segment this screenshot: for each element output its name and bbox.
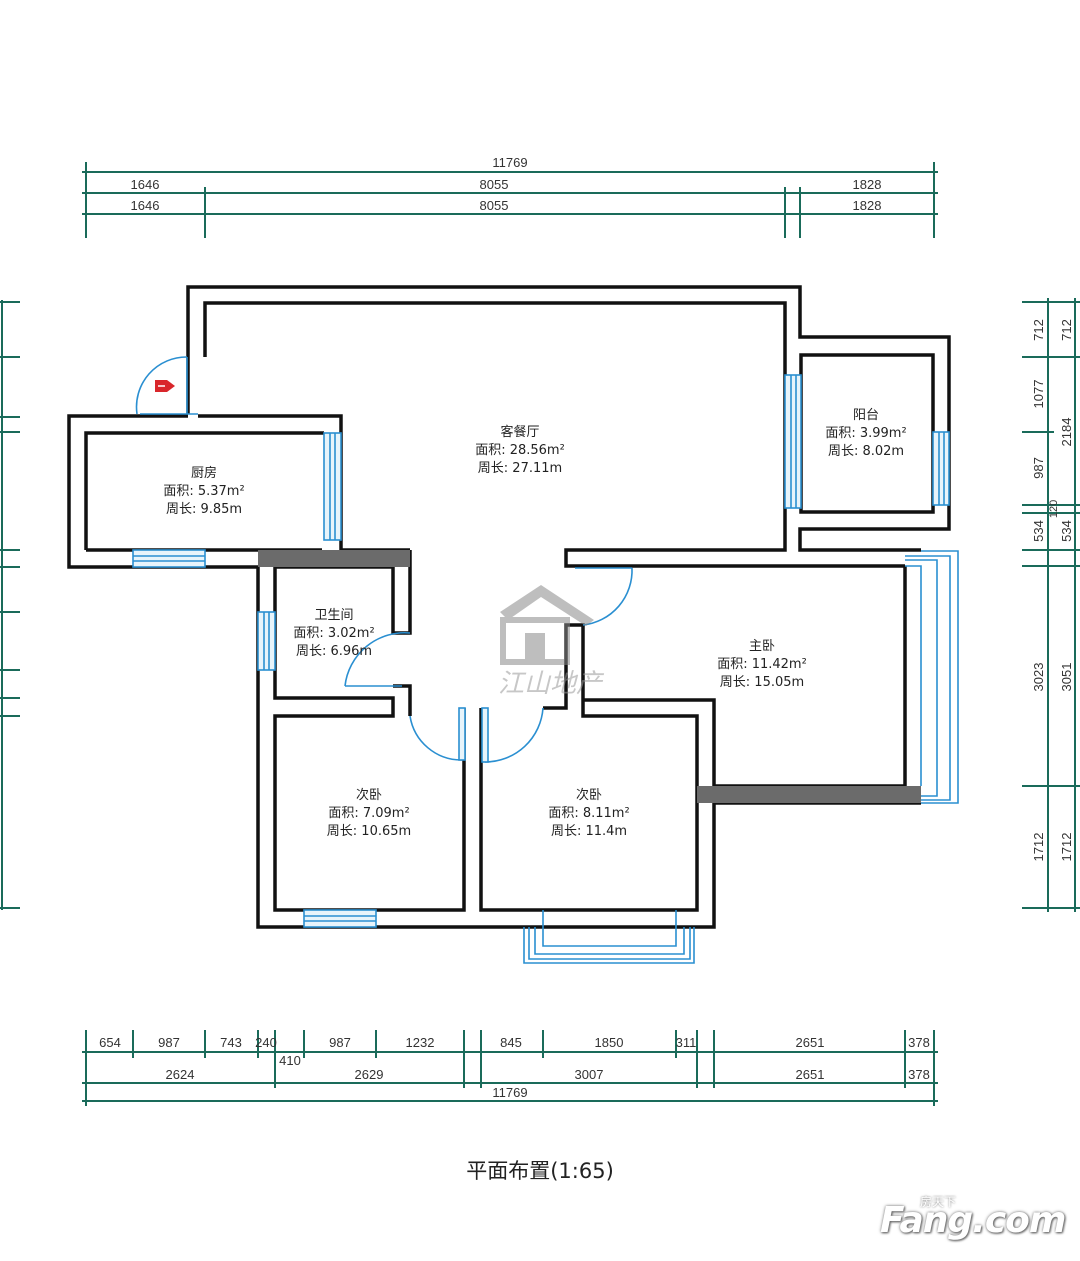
brand-watermark-icon: 江山地产 (498, 585, 605, 699)
entry-arrow-icon (155, 380, 175, 392)
right-dim-label: 712 (1059, 319, 1074, 341)
room-perimeter: 周长: 8.02m (828, 444, 904, 459)
top-dim-label: 1646 (131, 198, 160, 213)
right-dim-label: 1077 (1031, 380, 1046, 409)
bottom-dim-label: 3007 (575, 1067, 604, 1082)
room-perimeter: 周长: 10.65m (327, 824, 411, 839)
right-dim-label: 2184 (1059, 418, 1074, 447)
bottom-dim-label: 2651 (796, 1067, 825, 1082)
beam-master (697, 786, 921, 803)
right-dim-label: 987 (1031, 457, 1046, 479)
room-name: 阳台 (853, 408, 879, 423)
bottom-dim-label: 987 (329, 1035, 351, 1050)
right-dim-label: 534 (1031, 520, 1046, 542)
site-watermark-small: 房天下 (920, 1195, 957, 1209)
room-area: 面积: 8.11m² (548, 806, 629, 821)
floor-plan: 11769 1646 8055 1828 1646 8055 1828 7 (0, 155, 1080, 1106)
room-perimeter: 周长: 11.4m (551, 824, 627, 839)
bottom-total-label: 11769 (492, 1085, 527, 1100)
bottom-dim-label: 743 (220, 1035, 242, 1050)
room-kitchen: 厨房 面积: 5.37m² 周长: 9.85m (163, 465, 244, 517)
top-total-label: 11769 (492, 155, 527, 170)
room-perimeter: 周长: 27.11m (478, 461, 562, 476)
room-name: 次卧 (576, 787, 602, 803)
beam-bathroom (258, 550, 410, 567)
room-perimeter: 周长: 6.96m (296, 644, 372, 659)
room-balcony: 阳台 面积: 3.99m² 周长: 8.02m (825, 408, 906, 459)
bottom-dim-label: 378 (908, 1035, 930, 1050)
room-second-right: 次卧 面积: 8.11m² 周长: 11.4m (548, 787, 629, 839)
brand-watermark-label: 江山地产 (498, 669, 605, 699)
site-watermark: Fang.com (880, 1200, 1066, 1241)
top-dimensions: 11769 1646 8055 1828 1646 8055 1828 (82, 155, 938, 238)
right-dim-label: 3023 (1031, 663, 1046, 692)
top-dim-label: 1828 (853, 198, 882, 213)
bottom-dim-label: 654 (99, 1035, 121, 1050)
room-second-left: 次卧 面积: 7.09m² 周长: 10.65m (327, 787, 411, 839)
room-area: 面积: 3.99m² (825, 426, 906, 441)
bottom-dim-label: 378 (908, 1067, 930, 1082)
bottom-dim-label: 2651 (796, 1035, 825, 1050)
bottom-dim-label: 2624 (166, 1067, 195, 1082)
room-living: 客餐厅 面积: 28.56m² 周长: 27.11m (475, 424, 565, 476)
room-name: 客餐厅 (500, 424, 539, 440)
room-name: 次卧 (356, 787, 382, 803)
right-dim-label: 120 (1048, 500, 1060, 518)
bottom-dim-label: 845 (500, 1035, 522, 1050)
right-dim-label: 712 (1031, 319, 1046, 341)
top-dim-label: 1828 (853, 177, 882, 192)
bottom-dim-label: 240 (255, 1035, 277, 1050)
plan-caption: 平面布置(1:65) (466, 1159, 614, 1183)
right-dim-label: 1712 (1059, 833, 1074, 862)
bottom-dim-label: 1850 (595, 1035, 624, 1050)
top-dim-label: 8055 (480, 198, 509, 213)
right-dim-label: 534 (1059, 520, 1074, 542)
bottom-dim-label: 1232 (406, 1035, 435, 1050)
room-area: 面积: 3.02m² (293, 626, 374, 641)
room-area: 面积: 5.37m² (163, 484, 244, 499)
right-dim-label: 3051 (1059, 663, 1074, 692)
room-bathroom: 卫生间 面积: 3.02m² 周长: 6.96m (293, 608, 374, 659)
bottom-dim-label: 311 (676, 1035, 697, 1050)
top-dim-label: 8055 (480, 177, 509, 192)
room-area: 面积: 28.56m² (475, 443, 565, 458)
left-dimensions (0, 300, 20, 910)
windows (132, 374, 959, 964)
room-name: 主卧 (749, 639, 775, 654)
room-name: 厨房 (191, 465, 217, 481)
room-perimeter: 周长: 9.85m (166, 502, 242, 517)
bottom-dim-label: 2629 (355, 1067, 384, 1082)
bottom-dim-label: 987 (158, 1035, 180, 1050)
room-master: 主卧 面积: 11.42m² 周长: 15.05m (717, 639, 807, 690)
room-perimeter: 周长: 15.05m (720, 675, 804, 690)
bottom-dim-label: 410 (279, 1053, 301, 1068)
top-dim-label: 1646 (131, 177, 160, 192)
room-area: 面积: 7.09m² (328, 806, 409, 821)
doors (135, 356, 633, 763)
right-dim-label: 1712 (1031, 833, 1046, 862)
room-area: 面积: 11.42m² (717, 657, 807, 672)
right-dimensions: 712 1077 987 534 3023 1712 712 2184 120 … (1022, 298, 1080, 912)
room-name: 卫生间 (314, 608, 353, 623)
bottom-dimensions: 654 987 743 240 987 1232 845 1850 311 26… (82, 1030, 938, 1106)
